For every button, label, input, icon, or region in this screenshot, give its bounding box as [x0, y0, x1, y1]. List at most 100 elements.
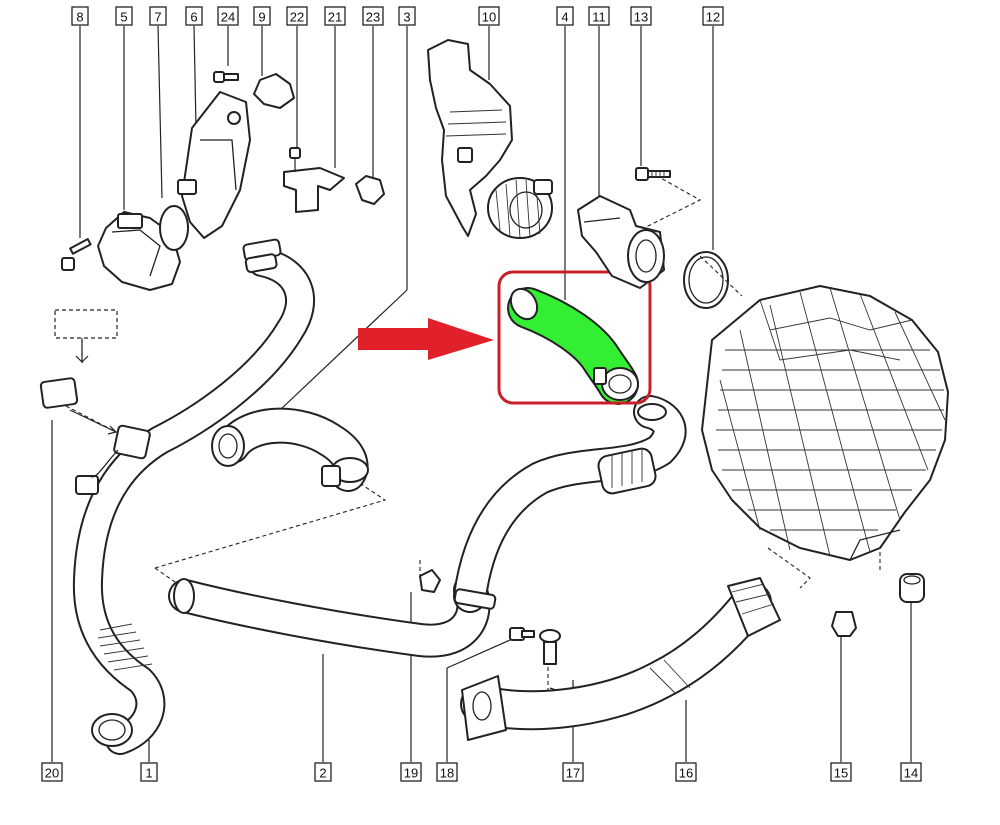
- callout-number: 22: [290, 10, 304, 25]
- callout-number: 17: [566, 766, 580, 781]
- callout-box: [71, 6, 89, 26]
- air-filter-housing: [701, 285, 949, 561]
- part-11-airflow-meter: [577, 195, 665, 289]
- callout-21: 21: [324, 6, 346, 26]
- part-17-push-clip: [539, 629, 561, 665]
- callout-box: [253, 6, 271, 26]
- callout-box: [41, 762, 63, 782]
- highlight-frame: [497, 270, 652, 405]
- callout-number: 19: [404, 766, 418, 781]
- callout-13: 13: [630, 6, 652, 26]
- callout-number: 16: [679, 766, 693, 781]
- part-7-gasket: [159, 205, 189, 251]
- dashed-guides: [65, 171, 881, 690]
- callout-box: [588, 6, 610, 26]
- callout-number: 20: [45, 766, 59, 781]
- callout-8: 8: [71, 6, 89, 26]
- part-21-support-bracket: [283, 167, 345, 213]
- callout-14: 14: [900, 762, 922, 782]
- callout-9: 9: [253, 6, 271, 26]
- callout-22: 22: [286, 6, 308, 26]
- callout-11: 11: [588, 6, 610, 26]
- callout-number: 21: [328, 10, 342, 25]
- callout-1: 1: [140, 762, 158, 782]
- part-16-outlet-pipe: [460, 577, 781, 741]
- part-8-bolt: [61, 238, 92, 271]
- callout-number: 7: [154, 10, 161, 25]
- callout-17: 17: [562, 762, 584, 782]
- part-6-intake-bracket: [177, 91, 251, 239]
- callout-box: [324, 6, 346, 26]
- callout-6: 6: [185, 6, 203, 26]
- callout-number: 6: [190, 10, 197, 25]
- part-18-nipple: [509, 627, 535, 641]
- callout-box: [556, 6, 574, 26]
- callout-box: [149, 6, 167, 26]
- callout-number: 5: [120, 10, 127, 25]
- callout-number: 1: [145, 766, 152, 781]
- callout-23: 23: [362, 6, 384, 26]
- callout-box: [140, 762, 158, 782]
- callout-number: 3: [403, 10, 410, 25]
- callout-box: [362, 6, 384, 26]
- callout-number: 18: [440, 766, 454, 781]
- callout-19: 19: [400, 762, 422, 782]
- part-2-intercooler-pipe: [168, 573, 491, 658]
- part-15-grommet: [831, 611, 857, 637]
- callout-5: 5: [115, 6, 133, 26]
- callout-7: 7: [149, 6, 167, 26]
- callout-4: 4: [556, 6, 574, 26]
- callout-number: 24: [221, 10, 235, 25]
- callout-20: 20: [41, 762, 63, 782]
- callout-box: [702, 6, 724, 26]
- part-19-turbo-pipe: [453, 395, 687, 613]
- callout-box: [398, 6, 416, 26]
- part-19-nut: [419, 569, 441, 593]
- part-10-air-duct: [427, 39, 553, 239]
- callout-12: 12: [702, 6, 724, 26]
- part-9-clamp: [253, 73, 295, 109]
- callout-15: 15: [830, 762, 852, 782]
- callout-number: 9: [258, 10, 265, 25]
- part-20-sensor-connector: [39, 309, 151, 495]
- part-20-reference-box: [54, 309, 118, 339]
- callout-10: 10: [478, 6, 500, 26]
- callout-number: 11: [592, 10, 606, 25]
- callout-16: 16: [675, 762, 697, 782]
- callout-box: [115, 6, 133, 26]
- callout-box: [830, 762, 852, 782]
- callout-number: 12: [706, 10, 720, 25]
- part-23-clip: [355, 175, 385, 205]
- callout-number: 10: [482, 10, 496, 25]
- callout-number: 14: [904, 766, 918, 781]
- callout-2: 2: [314, 762, 332, 782]
- pointer-arrow: [358, 318, 494, 360]
- callout-box: [314, 762, 332, 782]
- callout-3: 3: [398, 6, 416, 26]
- part-3-elbow-hose: [211, 407, 369, 492]
- callout-box: [900, 762, 922, 782]
- part-13-bolt: [635, 167, 671, 181]
- callout-box: [562, 762, 584, 782]
- part-12-o-ring-inner: [688, 256, 724, 304]
- part-24-bolt: [213, 71, 239, 83]
- callout-box: [675, 762, 697, 782]
- callout-number: 4: [561, 10, 568, 25]
- part-22-stud: [289, 147, 301, 172]
- part-12-o-ring: [683, 251, 729, 309]
- callout-number: 2: [319, 766, 326, 781]
- callout-box: [217, 6, 239, 26]
- callout-box: [436, 762, 458, 782]
- callout-24: 24: [217, 6, 239, 26]
- callout-box: [185, 6, 203, 26]
- callout-number: 13: [634, 10, 648, 25]
- callout-number: 23: [366, 10, 380, 25]
- callout-18: 18: [436, 762, 458, 782]
- part-4-highlighted-hose: [507, 287, 639, 405]
- leader-lines: [51, 25, 912, 762]
- callout-number: 15: [834, 766, 848, 781]
- part-14-rubber-mount: [899, 573, 925, 603]
- part-1-inlet-hose: [72, 238, 316, 755]
